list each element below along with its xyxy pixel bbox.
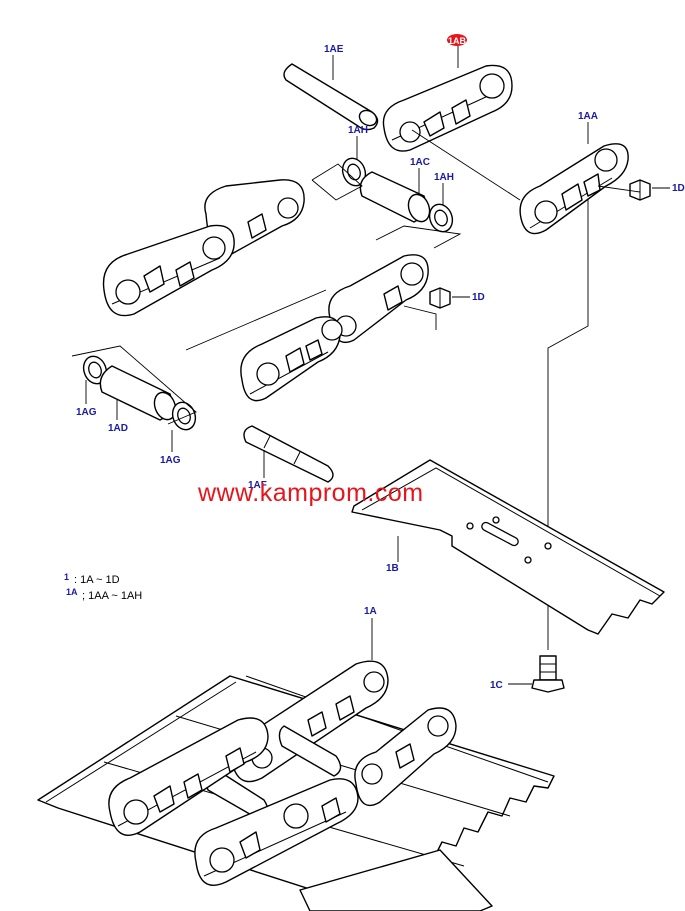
nut-1D-right[interactable] (629, 179, 651, 201)
projection-mid-b (185, 289, 327, 351)
projection-lower (71, 345, 197, 425)
shoe-plate-1B[interactable] (351, 459, 665, 635)
assembly-line-1 (411, 129, 521, 201)
callout-1D-b: 1D (472, 292, 485, 303)
legend-text-2: ; 1AA ~ 1AH (82, 590, 143, 602)
seal-1AG-left[interactable] (80, 353, 110, 387)
link-middle-front[interactable] (240, 316, 343, 402)
bushing-1AD[interactable] (99, 365, 179, 423)
assembly-line-mid (403, 305, 437, 330)
callout-1AB: 1AB (448, 36, 467, 46)
callout-1AG-b: 1AG (160, 455, 181, 466)
projection-upper (311, 163, 363, 201)
callout-1D-a: 1D (672, 183, 685, 194)
assembly-line-bolt (547, 200, 589, 650)
callout-1B: 1B (386, 563, 399, 574)
bolt-1C[interactable] (531, 655, 565, 693)
bushing-1AC[interactable] (359, 171, 433, 225)
legend-key-2: 1A (66, 587, 78, 597)
callout-1AE: 1AE (324, 44, 344, 55)
assembly-line-2 (597, 185, 641, 193)
callout-1AD: 1AD (108, 423, 128, 434)
callout-1C: 1C (490, 680, 503, 691)
seal-1AH-upper-right[interactable] (426, 201, 456, 235)
link-1AA[interactable] (519, 143, 629, 235)
link-left-upper-front[interactable] (102, 224, 235, 317)
callout-1AF: 1AF (248, 480, 267, 491)
callout-badge-1AB (447, 34, 467, 46)
callout-1AA: 1AA (578, 111, 598, 122)
callout-1A: 1A (364, 606, 377, 617)
assembly-1A[interactable] (37, 660, 555, 911)
pin-1AE[interactable] (283, 63, 379, 131)
legend-key-1: 1 (64, 572, 70, 582)
callout-1AH-a: 1AH (348, 125, 368, 136)
nut-1D-middle[interactable] (429, 287, 451, 309)
pin-1AF[interactable] (243, 425, 334, 483)
watermark-url[interactable]: www.kamprom.com (198, 479, 424, 507)
callout-1AG-a: 1AG (76, 407, 97, 418)
legend-text-1: : 1A ~ 1D (74, 574, 120, 586)
callout-1AC: 1AC (410, 157, 430, 168)
projection-mid-a (375, 225, 462, 249)
link-1AB[interactable] (382, 64, 513, 152)
callout-1AH-b: 1AH (434, 172, 454, 183)
link-middle-rear[interactable] (328, 254, 429, 344)
